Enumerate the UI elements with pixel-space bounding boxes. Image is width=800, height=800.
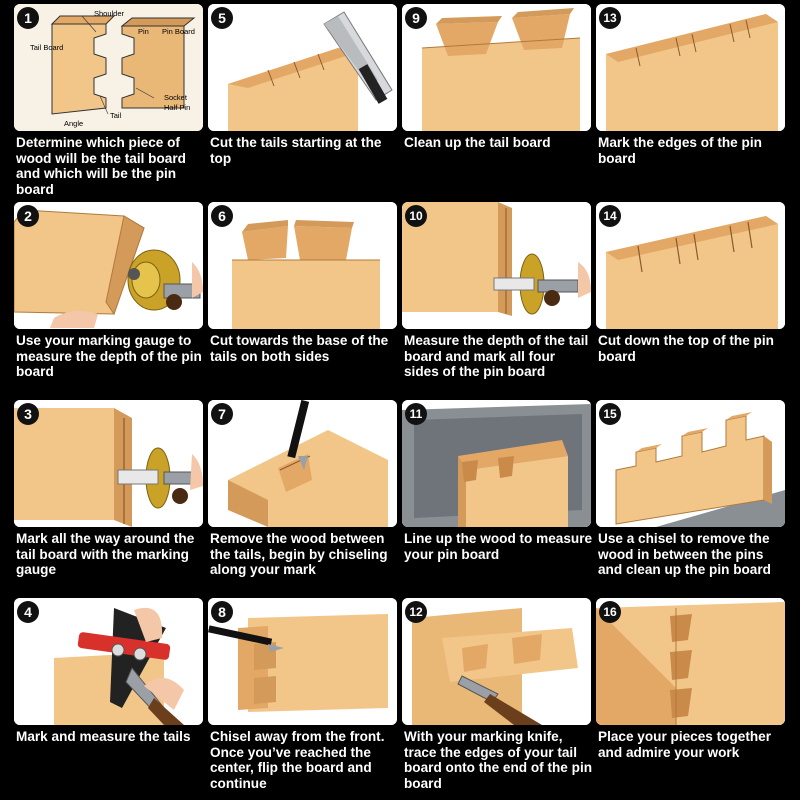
gauge-marking-tail-board bbox=[14, 400, 203, 527]
step-9-caption: Clean up the tail board bbox=[404, 135, 551, 150]
step-number-badge: 15 bbox=[599, 403, 621, 425]
step-12-illustration: 12 bbox=[402, 598, 591, 725]
step-8-caption: Chisel away from the front. Once you’ve … bbox=[210, 729, 385, 791]
step-12-caption: With your marking knife, trace the edges… bbox=[404, 729, 593, 791]
tracing-with-knife bbox=[402, 598, 591, 725]
assembled-dovetail-joint bbox=[596, 598, 785, 725]
label-angle: Angle bbox=[64, 119, 83, 128]
step-4-illustration: 4 bbox=[14, 598, 203, 725]
instruction-grid: 1 Shoulder Pin Pin Board Tail Board Sock… bbox=[14, 4, 786, 796]
step-1-caption: Determine which piece of wood will be th… bbox=[16, 135, 186, 197]
step-number-badge: 6 bbox=[211, 205, 233, 227]
step-14-illustration: 14 bbox=[596, 202, 785, 329]
chisel-between-tails bbox=[208, 400, 397, 527]
tails-partially-cut bbox=[208, 202, 397, 329]
pin-board-marked bbox=[596, 4, 785, 131]
gauge-measuring-depth bbox=[402, 202, 591, 329]
chisel-from-front bbox=[208, 598, 397, 725]
pin-board-cut bbox=[596, 202, 785, 329]
step-8-illustration: 8 bbox=[208, 598, 397, 725]
step-number-badge: 2 bbox=[17, 205, 39, 227]
marking-gauge-on-board bbox=[14, 202, 203, 329]
step-5-caption: Cut the tails starting at the top bbox=[210, 135, 382, 166]
step-3-illustration: 3 bbox=[14, 400, 203, 527]
finished-tail-board bbox=[402, 4, 591, 131]
step-number-badge: 3 bbox=[17, 403, 39, 425]
step-number-badge: 8 bbox=[211, 601, 233, 623]
label-shoulder: Shoulder bbox=[94, 9, 125, 18]
step-16-illustration: 16 bbox=[596, 598, 785, 725]
step-number-badge: 14 bbox=[599, 205, 621, 227]
sawing-tails bbox=[208, 4, 397, 131]
step-3-caption: Mark all the way around the tail board w… bbox=[16, 531, 195, 577]
step-number-badge: 5 bbox=[211, 7, 233, 29]
label-pin-board: Pin Board bbox=[162, 27, 195, 36]
step-6-caption: Cut towards the base of the tails on bot… bbox=[210, 333, 389, 364]
step-7-caption: Remove the wood between the tails, begin… bbox=[210, 531, 388, 577]
step-4-caption: Mark and measure the tails bbox=[16, 729, 191, 744]
step-2-illustration: 2 bbox=[14, 202, 203, 329]
step-number-badge: 10 bbox=[405, 205, 427, 227]
step-7-illustration: 7 bbox=[208, 400, 397, 527]
dovetail-marker-on-board bbox=[14, 598, 203, 725]
step-number-badge: 13 bbox=[599, 7, 621, 29]
step-14-caption: Cut down the top of the pin board bbox=[598, 333, 774, 364]
dovetail-anatomy-diagram: Shoulder Pin Pin Board Tail Board Socket… bbox=[14, 4, 203, 131]
step-11-illustration: 11 bbox=[402, 400, 591, 527]
step-10-illustration: 10 bbox=[402, 202, 591, 329]
step-13-illustration: 13 bbox=[596, 4, 785, 131]
step-9-illustration: 9 bbox=[402, 4, 591, 131]
label-half-pin: Half Pin bbox=[164, 103, 190, 112]
step-number-badge: 9 bbox=[405, 7, 427, 29]
step-11-caption: Line up the wood to measure your pin boa… bbox=[404, 531, 593, 562]
pins-cleaned-up bbox=[596, 400, 785, 527]
step-number-badge: 16 bbox=[599, 601, 621, 623]
step-number-badge: 12 bbox=[405, 601, 427, 623]
step-number-badge: 1 bbox=[17, 7, 39, 29]
step-number-badge: 7 bbox=[211, 403, 233, 425]
step-number-badge: 4 bbox=[17, 601, 39, 623]
label-socket: Socket bbox=[164, 93, 188, 102]
step-5-illustration: 5 bbox=[208, 4, 397, 131]
step-16-caption: Place your pieces together and admire yo… bbox=[598, 729, 772, 760]
step-number-badge: 11 bbox=[405, 403, 427, 425]
step-2-caption: Use your marking gauge to measure the de… bbox=[16, 333, 202, 379]
label-pin: Pin bbox=[138, 27, 149, 36]
step-13-caption: Mark the edges of the pin board bbox=[598, 135, 762, 166]
step-15-caption: Use a chisel to remove the wood in betwe… bbox=[598, 531, 771, 577]
boards-lined-up bbox=[402, 400, 591, 527]
step-10-caption: Measure the depth of the tail board and … bbox=[404, 333, 589, 379]
label-tail-board: Tail Board bbox=[30, 43, 63, 52]
step-6-illustration: 6 bbox=[208, 202, 397, 329]
step-15-illustration: 15 bbox=[596, 400, 785, 527]
step-1-illustration: 1 Shoulder Pin Pin Board Tail Board Sock… bbox=[14, 4, 203, 131]
label-tail: Tail bbox=[110, 111, 122, 120]
